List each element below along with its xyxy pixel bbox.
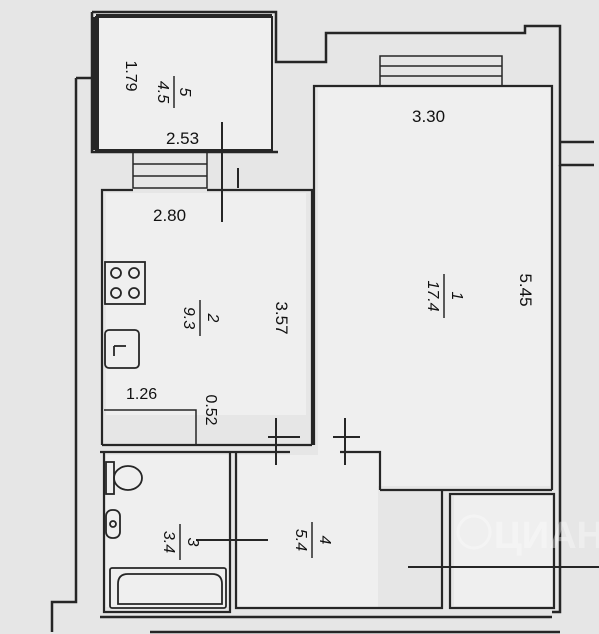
dim-niche-depth: 0.52 [202,394,219,425]
room-label-3: 3 3.4 [160,524,201,560]
room-label-2: 2 9.3 [180,300,221,336]
room-area: 5.4 [292,529,309,551]
interior-fill [97,16,552,607]
bathtub-icon [109,567,227,609]
sink-icon [104,329,140,369]
stove-icon [104,261,146,305]
balcony [93,14,273,151]
room-number: 3 [184,538,201,547]
balcony-door [132,151,208,189]
washbasin-icon [105,509,121,539]
room-label-5: 5 4.5 [154,76,193,108]
toilet-icon [105,461,143,495]
kitchen-niche [104,409,197,445]
watermark: ЦИАН [456,514,599,557]
room-area: 17.4 [424,280,441,311]
door-marks [196,122,599,568]
room-number: 4 [316,536,333,545]
interior-walls [100,84,556,614]
watermark-text: ЦИАН [494,515,599,557]
dim-kitchen-length: 3.57 [272,301,291,334]
dim-room1-length: 5.45 [516,273,535,306]
outer-walls [50,10,594,634]
dim-room1-width: 3.30 [412,107,445,126]
room-area: 4.5 [154,81,171,103]
room-number: 2 [204,313,221,323]
dimension-labels: 1.79 2.53 3.30 5.45 2.80 3.57 1.26 0.52 [122,60,535,425]
dim-balcony-width: 2.53 [166,129,199,148]
room-number: 5 [176,88,193,97]
room-area: 9.3 [180,307,197,329]
dim-niche-width: 1.26 [126,386,157,403]
room-label-1: 1 17.4 [424,274,465,318]
room-number: 1 [448,292,465,301]
room-area: 3.4 [160,531,177,553]
dim-balcony-height: 1.79 [122,60,139,91]
dim-kitchen-width: 2.80 [153,206,186,225]
room-label-4: 4 5.4 [292,522,333,558]
